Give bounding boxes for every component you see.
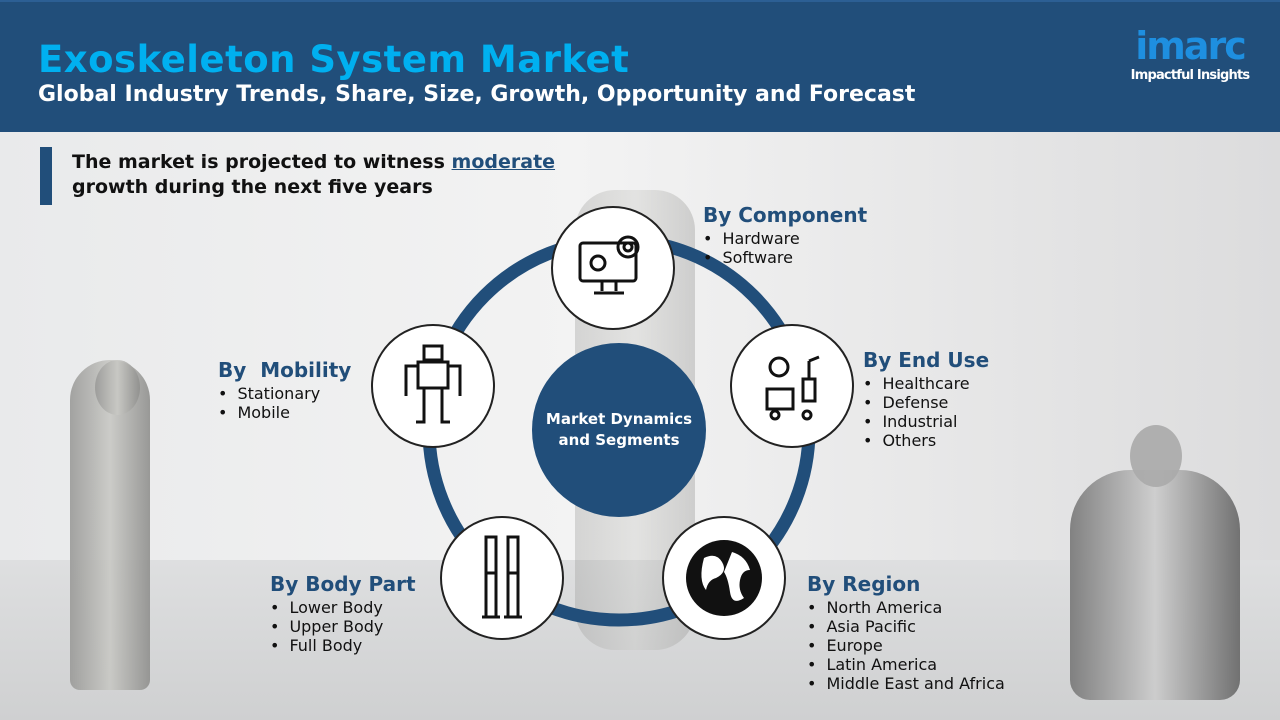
end-use-node [730, 324, 854, 448]
list-item: Hardware [703, 229, 867, 248]
right-figure-head [1130, 425, 1182, 487]
list-item: North America [807, 598, 1005, 617]
list-item: Latin America [807, 655, 1005, 674]
segment-end-use: By End Use HealthcareDefenseIndustrialOt… [863, 348, 989, 450]
center-hub: Market Dynamics and Segments [532, 343, 706, 517]
body-part-node [440, 516, 564, 640]
leg-exoskeleton-icon [482, 535, 522, 619]
page-title: Exoskeleton System Market [38, 38, 630, 81]
segment-body-part: By Body Part Lower BodyUpper BodyFull Bo… [270, 572, 416, 655]
center-label-1: Market Dynamics [545, 410, 693, 428]
list-item: Defense [863, 393, 989, 412]
region-node [662, 516, 786, 640]
logo-mark: imarc [1135, 24, 1247, 68]
globe-icon [686, 540, 762, 616]
list-item: Industrial [863, 412, 989, 431]
list-item: Lower Body [270, 598, 416, 617]
segment-region: By Region North AmericaAsia PacificEurop… [807, 572, 1005, 693]
segment-title: By Region [807, 572, 921, 596]
list-item: Mobile [218, 403, 351, 422]
lead-text-2: growth during the next five years [72, 176, 433, 198]
growth-highlight: moderate [451, 151, 556, 173]
list-item: Asia Pacific [807, 617, 1005, 636]
center-label-2: and Segments [558, 431, 680, 449]
list-item: Upper Body [270, 617, 416, 636]
segment-title: By End Use [863, 348, 990, 372]
segment-title: By Mobility [218, 358, 352, 382]
list-item: Full Body [270, 636, 416, 655]
list-item: Healthcare [863, 374, 989, 393]
left-figure-head [95, 360, 140, 415]
lead-statement: The market is projected to witness moder… [72, 150, 555, 200]
worker-robot-icon [765, 355, 820, 421]
segment-component: By Component HardwareSoftware [703, 203, 867, 267]
lead-text: The market is projected to witness [72, 151, 452, 173]
list-item: Europe [807, 636, 1005, 655]
list-item: Stationary [218, 384, 351, 403]
page-subtitle: Global Industry Trends, Share, Size, Gro… [38, 82, 916, 107]
segment-mobility: By Mobility StationaryMobile [218, 358, 351, 422]
component-node [551, 206, 675, 330]
robot-suit-icon [404, 344, 462, 424]
left-exoskeleton-figure [70, 360, 150, 690]
list-item: Others [863, 431, 989, 450]
segment-title: By Component [703, 203, 868, 227]
segment-title: By Body Part [270, 572, 416, 596]
right-exoskeleton-figure [1070, 470, 1240, 700]
background-floor [0, 560, 1280, 720]
mobility-node [371, 324, 495, 448]
logo-tagline: Impactful Insights [1130, 68, 1250, 83]
list-item: Middle East and Africa [807, 674, 1004, 693]
list-item: Software [703, 248, 867, 267]
header-banner: Exoskeleton System Market Global Industr… [0, 0, 1280, 132]
computer-gears-icon [578, 235, 640, 295]
imarc-logo: imarc Impactful Insights [1130, 24, 1250, 83]
lead-accent-bar [40, 147, 52, 205]
